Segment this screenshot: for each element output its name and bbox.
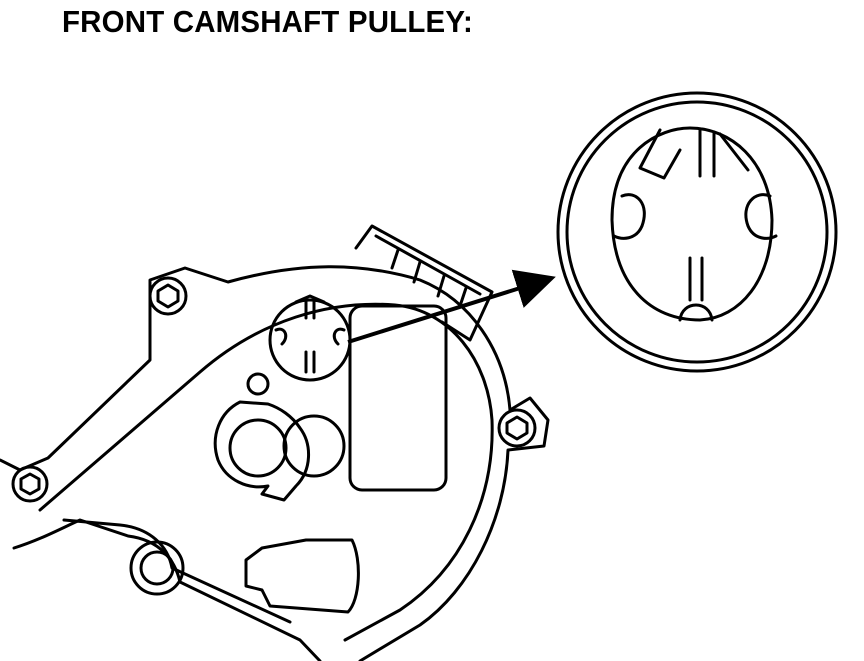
upper-bracket xyxy=(354,224,494,342)
camshaft-pulley-view-small xyxy=(268,294,352,382)
lower-plate xyxy=(244,538,360,614)
diagram-title: FRONT CAMSHAFT PULLEY: xyxy=(62,4,473,39)
bolt-lower-left xyxy=(11,465,49,503)
camshaft-pulley-view-large xyxy=(610,126,778,322)
bolt-upper-left xyxy=(148,276,188,316)
cover-cap xyxy=(213,372,346,502)
callout-arrow xyxy=(347,269,556,344)
bolt-bottom xyxy=(129,540,185,596)
zoom-callout xyxy=(556,91,838,373)
inspection-window xyxy=(348,304,448,492)
bolt-right xyxy=(497,408,537,448)
